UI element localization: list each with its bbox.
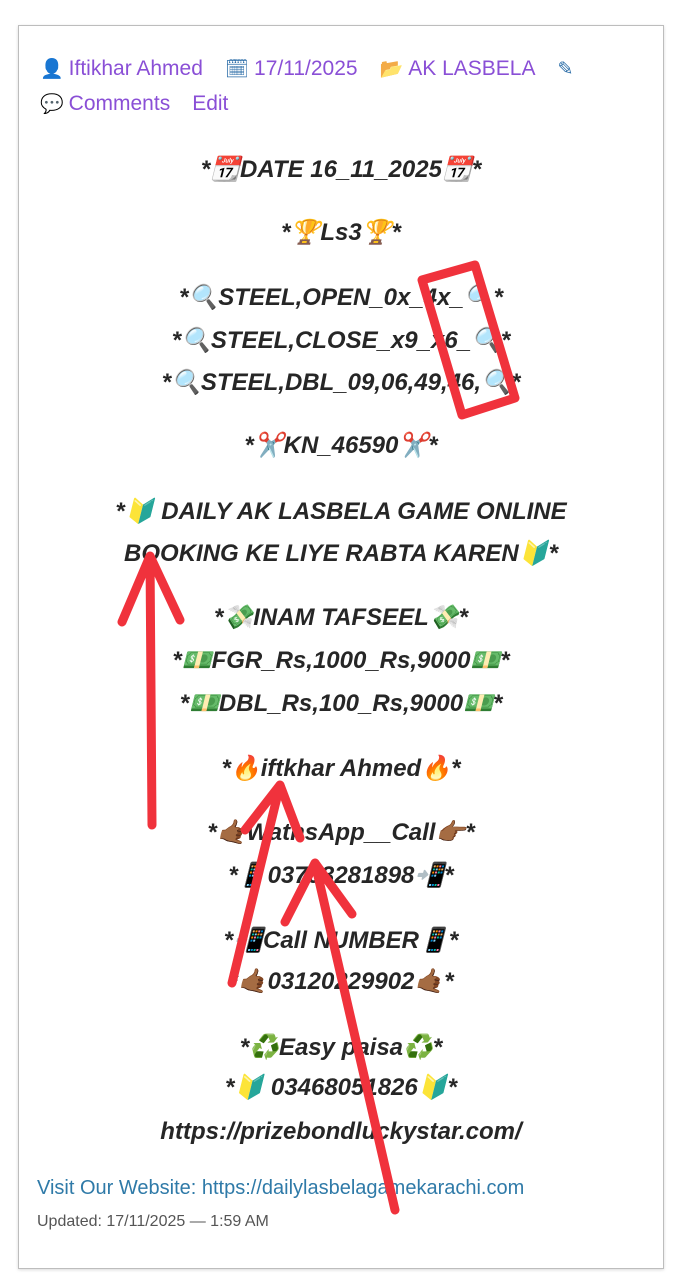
calendar-icon: 🗓	[224, 59, 250, 80]
folder-icon: 📂	[379, 59, 404, 80]
post-card	[18, 25, 664, 1269]
content-line: *💵FGR_Rs,1000_Rs,9000💵*	[172, 647, 510, 674]
user-icon: 👤	[40, 59, 64, 80]
visit-website-link[interactable]: Visit Our Website: https://dailylasbelag…	[37, 1177, 525, 1199]
content-line: *🤙🏾03120229902🤙🏾*	[228, 968, 454, 995]
content-line: *🤙🏾WathsApp__Call👉🏾*	[207, 819, 475, 846]
content-line: *🔰 DAILY AK LASBELA GAME ONLINE	[115, 498, 567, 525]
pencil-icon[interactable]: ✎	[557, 58, 574, 80]
content-line: *🔥iftkhar Ahmed🔥*	[221, 755, 461, 782]
updated-timestamp: Updated: 17/11/2025 — 1:59 AM	[37, 1213, 269, 1230]
content-line: *💸INAM TAFSEEL💸*	[214, 604, 468, 631]
author-link[interactable]: 👤Iftikhar Ahmed	[40, 57, 203, 81]
comments-link[interactable]: 💬Comments	[40, 92, 170, 116]
post-date: 17/11/2025	[254, 57, 358, 80]
category-name: AK LASBELA	[408, 57, 536, 80]
content-line: *♻️Easy paisa♻️*	[239, 1034, 443, 1061]
category-link[interactable]: 📂AK LASBELA	[380, 57, 536, 81]
content-line: *🔍STEEL,CLOSE_x9_x6_🔍*	[171, 327, 511, 354]
content-line: *✂️KN_46590✂️*	[244, 432, 438, 459]
date-link[interactable]: 🗓17/11/2025	[225, 57, 358, 81]
content-line: BOOKING KE LIYE RABTA KAREN🔰*	[124, 540, 558, 567]
content-line: *📱03703281898📲*	[228, 862, 454, 889]
author-name: Iftikhar Ahmed	[68, 57, 203, 80]
content-line: *🔍STEEL,OPEN_0x_4x_🔍*	[179, 284, 503, 311]
edit-link[interactable]: Edit	[192, 92, 229, 115]
content-line: *🔍STEEL,DBL_09,06,49,46,🔍*	[161, 369, 521, 396]
comments-label: Comments	[68, 92, 171, 115]
content-line: *📲Call NUMBER📱*	[223, 927, 459, 954]
post-meta-row-1: 👤Iftikhar Ahmed 🗓17/11/2025 📂AK LASBELA …	[40, 57, 578, 81]
comment-icon: 💬	[40, 94, 64, 115]
content-line: *🔰 03468051826🔰*	[225, 1074, 457, 1101]
post-meta-row-2: 💬Comments Edit	[40, 92, 250, 116]
content-line: *📆DATE 16_11_2025📆*	[200, 156, 482, 183]
content-line: *💵DBL_Rs,100_Rs,9000💵*	[179, 690, 503, 717]
content-line: *🏆Ls3🏆*	[281, 219, 401, 246]
content-link[interactable]: https://prizebondluckystar.com/	[160, 1118, 522, 1145]
